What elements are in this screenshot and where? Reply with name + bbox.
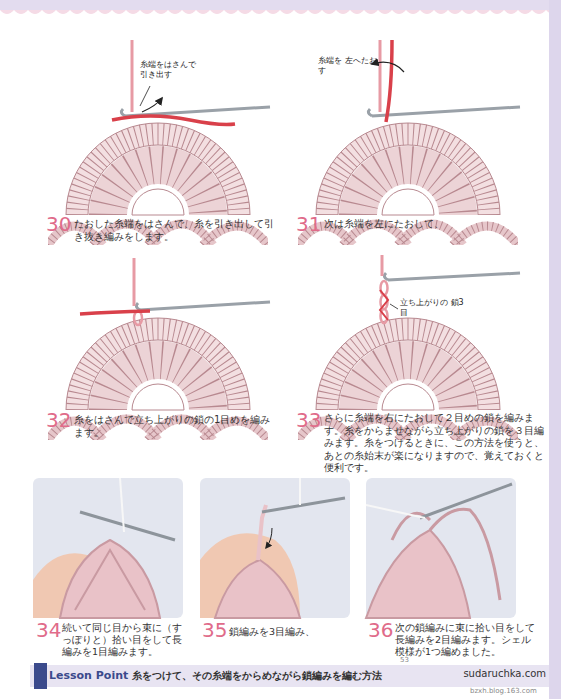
step-caption: 鎖編みを3目編み、 — [229, 626, 349, 638]
callout-note: 立ち上がりの 鎖3目 — [400, 298, 470, 318]
step-caption: 続いて同じ目から束に（すっぽりと）拾い目をして長編みを1目編みます。 — [62, 622, 188, 658]
step-caption: 次は糸端を左にたおして、 — [324, 218, 539, 231]
step-caption: さらに糸端を右にたおして２目めの鎖を編みます。糸をからませながら立ち上がりの鎖を… — [324, 412, 546, 475]
watermark: bzxh.blog.163.com — [470, 687, 537, 696]
step-number: 34 — [36, 620, 61, 640]
step-number: 32 — [46, 410, 71, 430]
footer-title: 糸をつけて、その糸端をからめながら鎖編みを編む方法 — [132, 670, 382, 683]
step-caption: たおした糸端をはさんで、糸を引き出して引き抜き編みをします。 — [74, 218, 274, 243]
callout-note: 糸端を 左へたおす — [318, 56, 378, 76]
watermark: 53 — [400, 656, 409, 665]
step-caption: 糸をはさんで立ち上がりの鎖の1目めを編みます。 — [74, 414, 274, 439]
step-number: 31 — [296, 214, 321, 234]
callout-note: 糸端をはさんで 引き出す — [140, 60, 200, 80]
step-number: 36 — [368, 620, 393, 640]
step-number: 33 — [296, 410, 321, 430]
page-number: sudaruchka.com — [463, 668, 546, 681]
step-number: 35 — [202, 620, 227, 640]
step-caption: 次の鎖編みに束に拾い目をして長編みを2目編みます。シェル模様が1つ編めました。 — [395, 622, 535, 658]
step-number: 30 — [46, 214, 71, 234]
lesson-badge: Lesson Point — [49, 669, 128, 683]
